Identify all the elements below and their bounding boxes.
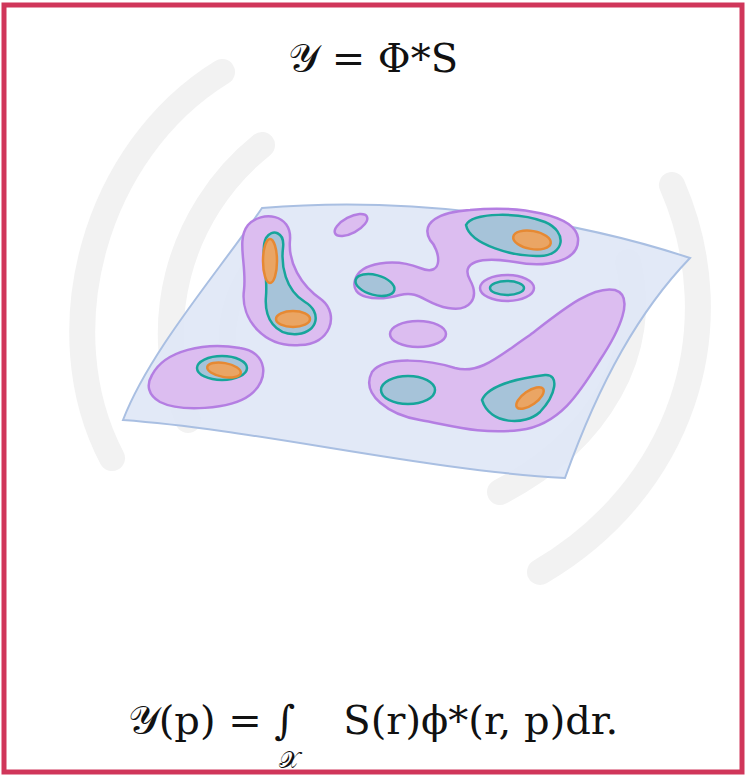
subscript-symbol: 𝒳 — [279, 748, 300, 772]
wave-arcs — [82, 72, 698, 572]
card-border — [4, 5, 742, 772]
integral-formula: 𝒴(p) = ∫ — [128, 700, 296, 740]
heading-formula: 𝒴 = Φ*S — [288, 38, 458, 78]
integral-formula: S(r)ϕ*(r, p)dr. — [343, 700, 618, 740]
level-set-blobs — [149, 209, 625, 432]
surface-sheet — [123, 204, 690, 478]
